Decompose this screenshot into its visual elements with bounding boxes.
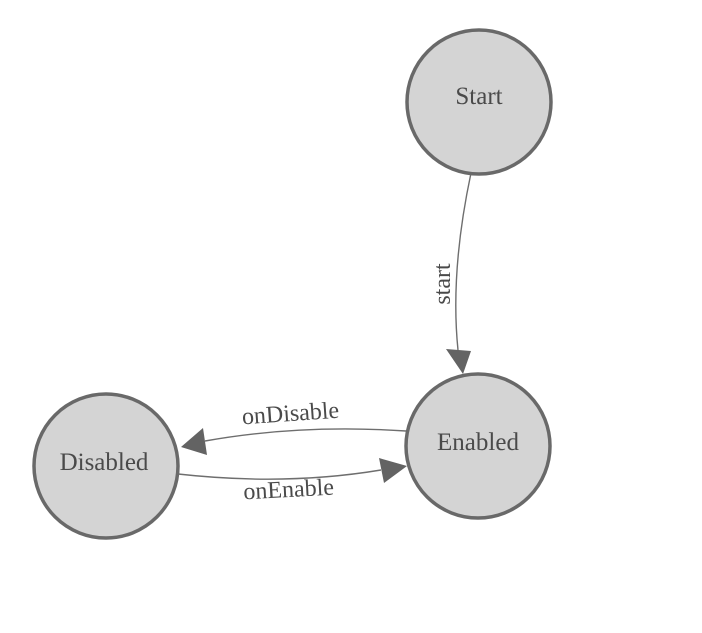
node-enabled-circle [404,372,552,520]
edge-start-to-enabled[interactable]: start [430,172,472,374]
node-disabled[interactable]: Disabled [32,392,180,540]
arrowhead-icon [181,428,207,455]
edge-line-start [455,172,472,351]
arrowhead-icon [379,458,407,483]
edge-enabled-to-disabled[interactable]: onDisable [181,398,407,455]
node-start-circle [405,28,553,176]
arrowhead-icon [446,349,471,374]
edge-disabled-to-enabled[interactable]: onEnable [177,458,407,506]
node-disabled-circle [32,392,180,540]
node-enabled[interactable]: Enabled [404,372,552,520]
edge-label-start: start [430,263,456,305]
node-disabled-label: Disabled [60,449,149,476]
edge-line-onenable [177,469,382,480]
node-enabled-label: Enabled [437,429,519,456]
node-start-label: Start [455,83,502,110]
edge-line-ondisable [204,428,407,442]
edge-label-onenable: onEnable [243,475,335,506]
node-start[interactable]: Start [405,28,553,176]
edge-label-ondisable: onDisable [241,398,340,431]
